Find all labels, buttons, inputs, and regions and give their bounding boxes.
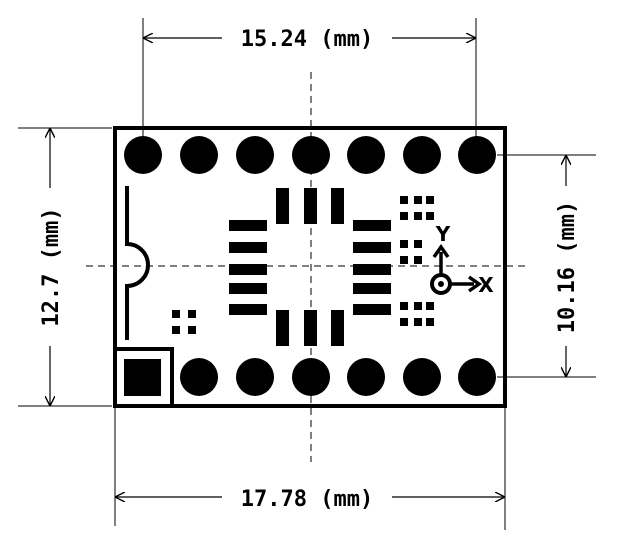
ic-pad <box>229 283 267 294</box>
ic-pad <box>304 188 317 224</box>
ic-pad <box>229 220 267 231</box>
ic-pad <box>229 264 267 275</box>
ic-top-pads <box>276 188 344 224</box>
pad <box>458 358 496 396</box>
ic-left-pads <box>229 220 267 315</box>
ic-pad <box>353 220 391 231</box>
ic-pad <box>353 242 391 253</box>
pin1-outline <box>113 347 174 408</box>
origin-dot-icon <box>438 281 444 287</box>
dimension-top: 15.24 (mm) <box>143 27 476 52</box>
ic-pad <box>229 304 267 315</box>
ic-pad <box>276 188 289 224</box>
ic-pad <box>331 188 344 224</box>
small-pads-group-bottom-right <box>400 302 434 326</box>
y-arrowhead-icon <box>432 243 450 259</box>
pad <box>292 136 330 174</box>
bottom-pin-row <box>180 358 496 396</box>
origin-marker: Y X <box>430 222 494 297</box>
dimension-right-label: 10.16 (mm) <box>555 201 580 333</box>
ic-pad <box>353 264 391 275</box>
ic-pad <box>229 242 267 253</box>
pad <box>403 136 441 174</box>
silkscreen-notch-line <box>125 186 150 340</box>
origin-circle-icon <box>430 273 452 295</box>
pad <box>347 136 385 174</box>
x-axis-label: X <box>478 273 494 297</box>
pad <box>236 358 274 396</box>
pad <box>236 136 274 174</box>
dimension-right: 10.16 (mm) <box>555 155 580 377</box>
pad <box>458 136 496 174</box>
ic-bottom-pads <box>276 310 344 346</box>
dimension-left: 12.7 (mm) <box>39 128 64 406</box>
x-arrowhead-icon <box>467 275 483 293</box>
top-pin-row <box>124 136 496 174</box>
pad <box>292 358 330 396</box>
pad <box>403 358 441 396</box>
pad <box>124 136 162 174</box>
ic-pad <box>353 283 391 294</box>
pad <box>180 358 218 396</box>
pad <box>180 136 218 174</box>
small-pads-group-top-right <box>400 196 434 220</box>
dimension-top-label: 15.24 (mm) <box>241 27 373 52</box>
ic-pad <box>304 310 317 346</box>
pin1-pad <box>124 359 161 396</box>
small-pads-group-left <box>172 310 196 334</box>
y-axis-label: Y <box>435 222 451 246</box>
dimension-left-label: 12.7 (mm) <box>39 207 64 326</box>
board-outline <box>113 126 507 408</box>
dimension-bottom-label: 17.78 (mm) <box>241 487 373 512</box>
ic-right-pads <box>353 220 391 315</box>
dimension-bottom: 17.78 (mm) <box>115 487 505 512</box>
small-pads-group-mid-right <box>400 240 422 264</box>
pad <box>347 358 385 396</box>
ic-pad <box>276 310 289 346</box>
ic-pad <box>331 310 344 346</box>
ic-pad <box>353 304 391 315</box>
